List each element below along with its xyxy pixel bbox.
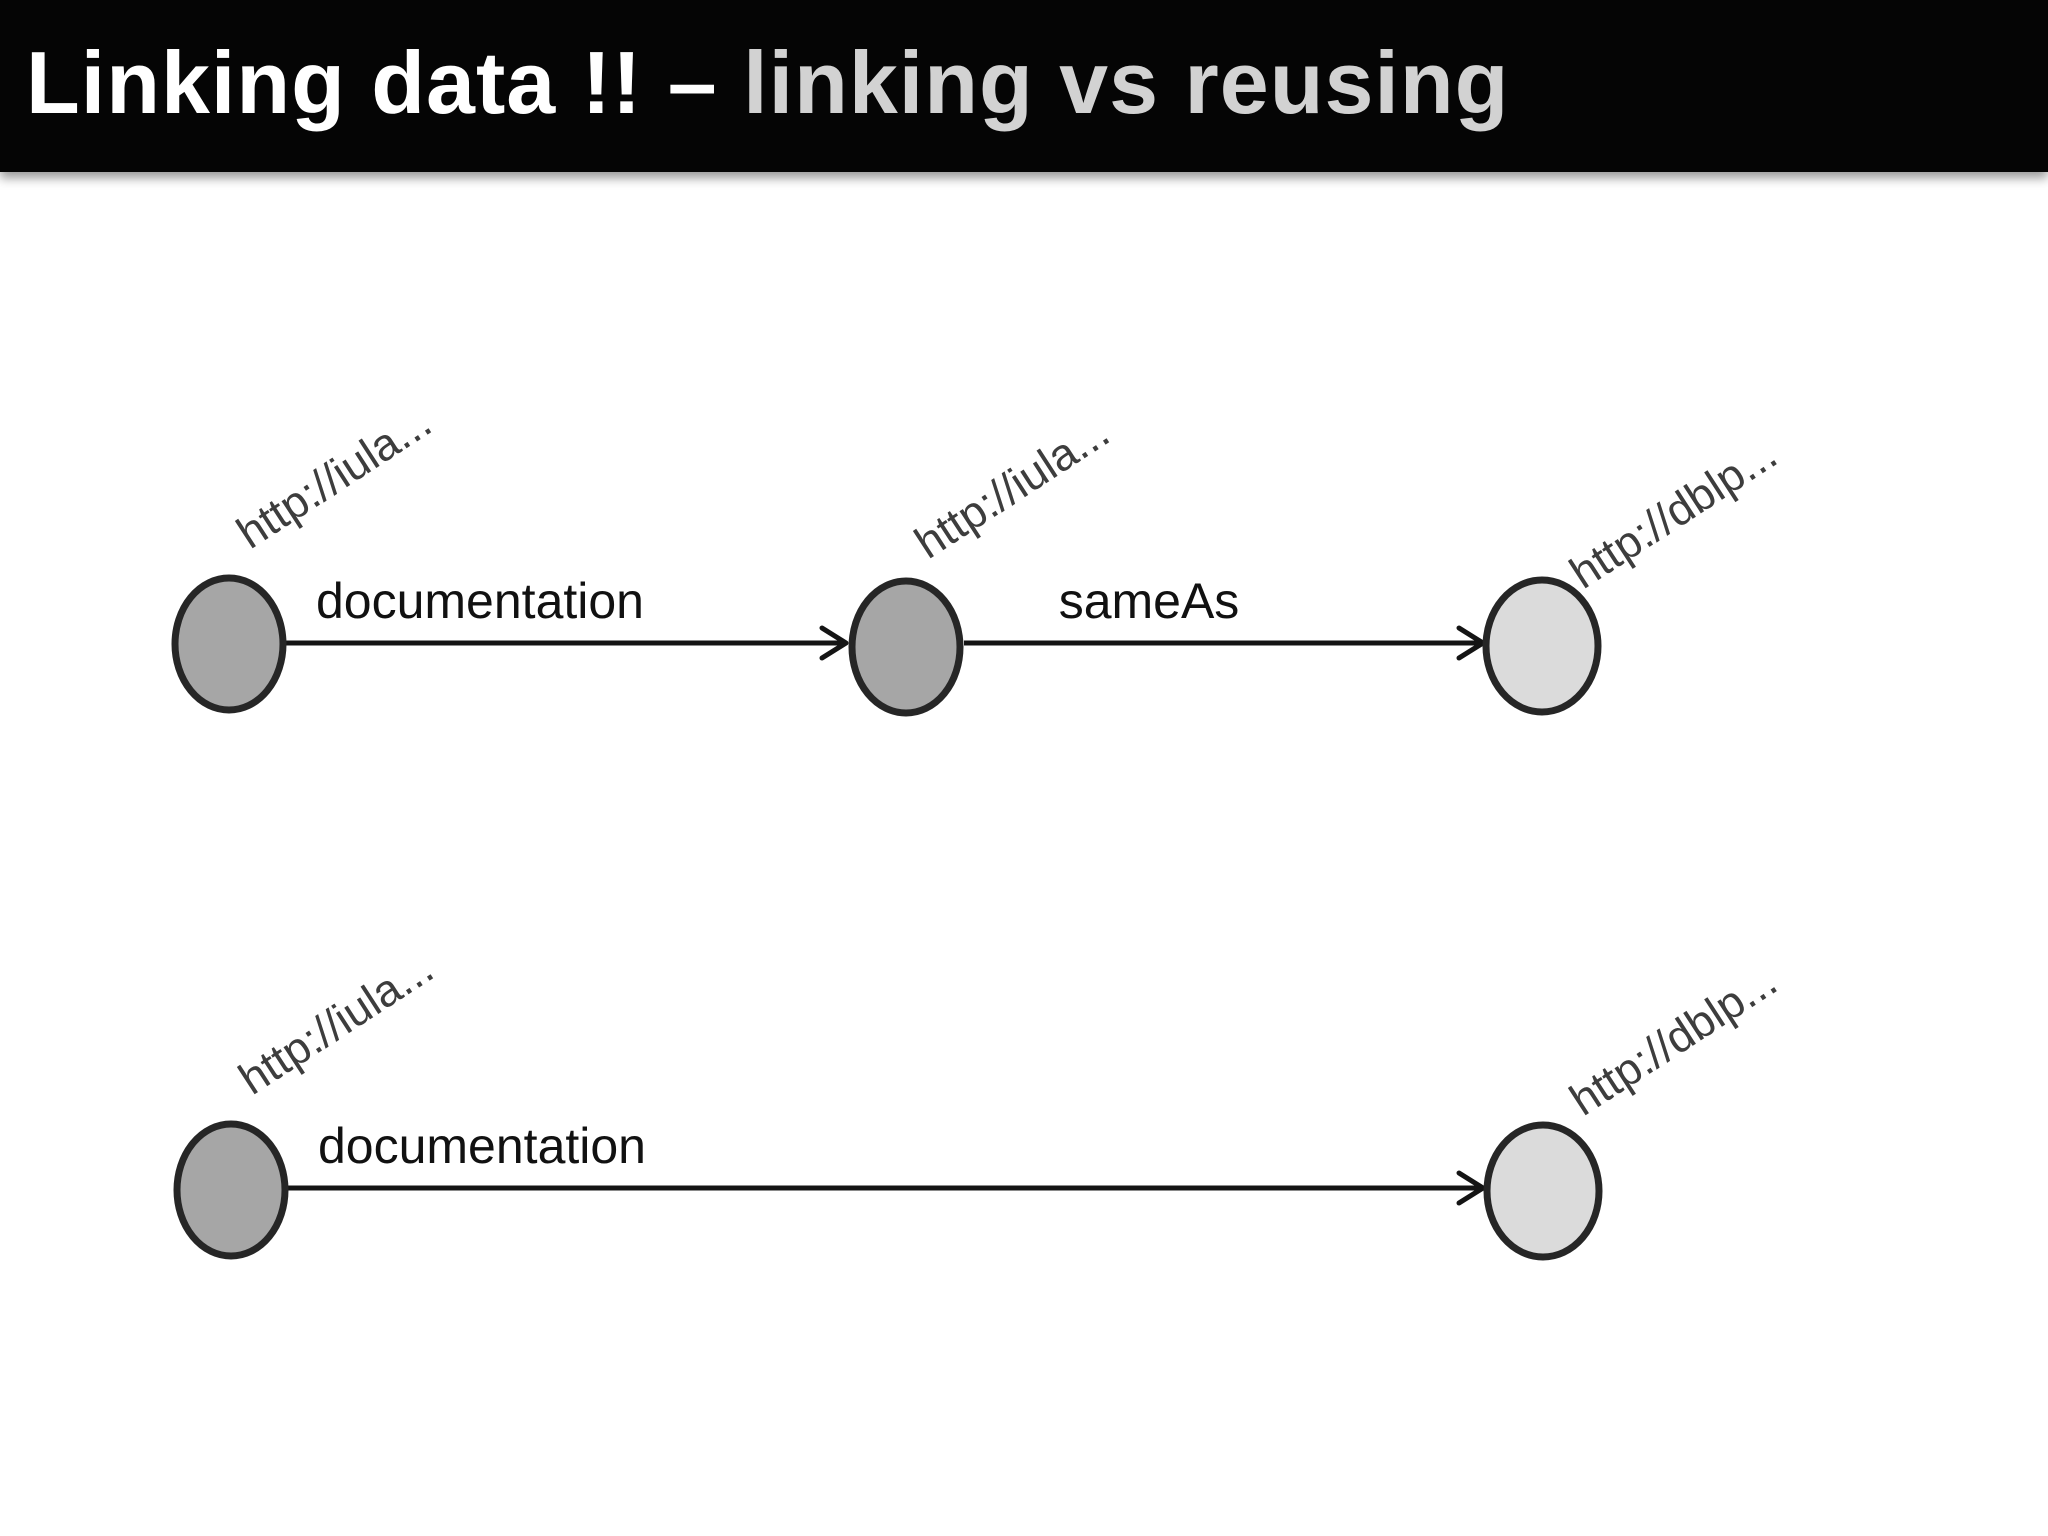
- diagram-reusing: documentation http://iula... http://dblp…: [173, 942, 1786, 1261]
- edge-label-sameas: sameAs: [1059, 573, 1240, 629]
- uri-label-dblp-resource: http://dblp...: [1561, 428, 1786, 599]
- slide-title-bar: Linking data !! – linking vs reusing: [0, 0, 2048, 172]
- uri-label-iula-source: http://iula...: [228, 396, 440, 559]
- node-dblp-resource-bottom: [1483, 1121, 1603, 1261]
- node-iula-source-bottom: [173, 1120, 289, 1260]
- uri-label-dblp-resource-bottom: http://dblp...: [1561, 955, 1786, 1126]
- title-separator: –: [667, 33, 718, 132]
- node-iula-documentation: [848, 577, 964, 717]
- edge-label-documentation: documentation: [316, 573, 644, 629]
- arrowhead-icon: [1456, 1170, 1486, 1206]
- uri-label-iula-documentation: http://iula...: [906, 406, 1118, 569]
- slide-title: Linking data !! – linking vs reusing: [0, 32, 1509, 140]
- diagram-linking: documentation sameAs http://iula... http…: [171, 396, 1786, 717]
- uri-label-iula-source-bottom: http://iula...: [230, 942, 442, 1105]
- title-primary: Linking data !!: [26, 33, 643, 132]
- arrowhead-icon: [819, 625, 849, 661]
- edge-label-documentation-direct: documentation: [318, 1118, 646, 1174]
- node-dblp-resource: [1482, 576, 1602, 716]
- node-iula-source: [171, 574, 287, 714]
- title-secondary: linking vs reusing: [743, 33, 1510, 132]
